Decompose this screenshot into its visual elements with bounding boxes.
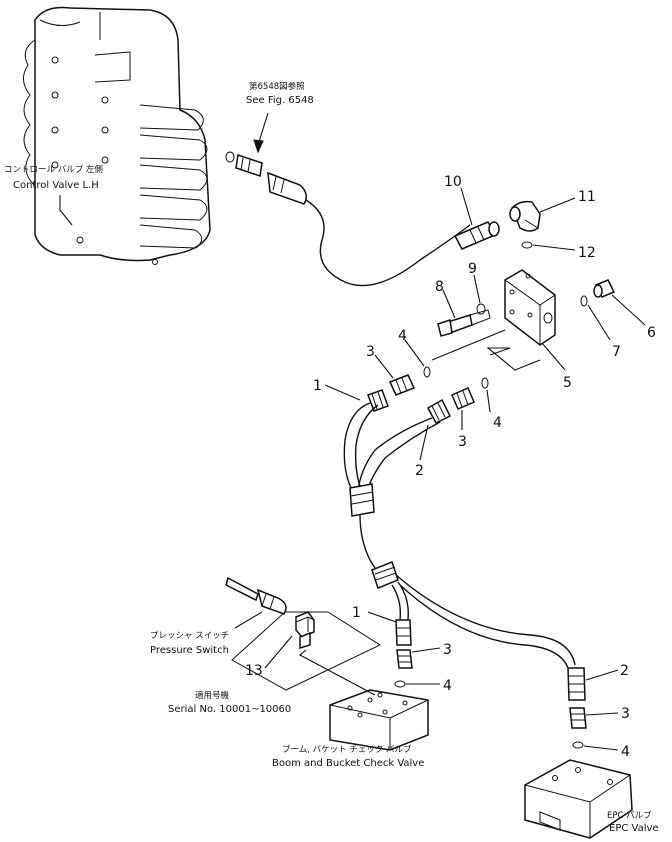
part-3-fitting-check <box>396 649 413 669</box>
part-13-pressure-switch <box>295 611 315 650</box>
hose-2-upper <box>357 398 452 496</box>
callout-7: 7 <box>612 344 621 360</box>
callout-4-upper-right: 4 <box>493 415 502 431</box>
callout-2-lower: 2 <box>620 663 629 679</box>
pressure-switch-label-en: Pressure Switch <box>150 645 229 656</box>
hose-1-lower-fitting <box>395 619 412 646</box>
hose-1-upper <box>343 389 389 493</box>
callout-11: 11 <box>578 189 596 205</box>
callout-4-check: 4 <box>443 678 452 694</box>
pressure-switch-drawing <box>225 576 287 615</box>
part-3-fitting-upper <box>388 374 416 396</box>
epc-valve-label-jp: EPC バルブ <box>607 810 652 821</box>
callout-4-upper-left: 4 <box>398 328 407 344</box>
hose-clamp-band <box>349 483 381 576</box>
callout-13: 13 <box>245 663 263 679</box>
ref-hose-fittings <box>225 151 471 287</box>
control-valve-label-jp: コントロール バルブ 左側 <box>4 164 103 175</box>
see-fig-label-jp: 第6548図参照 <box>249 81 305 92</box>
part-10-hose-fitting <box>453 221 500 250</box>
hose-2-lower-fitting <box>567 667 586 701</box>
callout-10: 10 <box>444 174 462 190</box>
callout-3-upper-right: 3 <box>458 434 467 450</box>
see-fig-label-en: See Fig. 6548 <box>246 95 314 106</box>
callout-4-epc: 4 <box>621 744 630 760</box>
callout-1-upper: 1 <box>313 378 322 394</box>
part-3-fitting-epc <box>569 707 587 729</box>
serial-label-jp: 適用号機 <box>195 690 230 701</box>
callout-9: 9 <box>468 261 477 277</box>
check-valve-block <box>329 689 429 751</box>
callout-12: 12 <box>578 245 596 261</box>
serial-label-en: Serial No. 10001~10060 <box>168 704 291 715</box>
callout-8: 8 <box>435 279 444 295</box>
part-6-plug <box>593 279 616 298</box>
part-3-fitting-upper-right <box>451 387 475 410</box>
epc-valve-block <box>524 759 633 839</box>
callout-1-lower: 1 <box>352 605 361 621</box>
pressure-switch-label-jp: プレッシャ スイッチ <box>150 631 229 641</box>
callout-5: 5 <box>563 375 572 391</box>
callout-2-upper: 2 <box>415 463 424 479</box>
callout-3-epc: 3 <box>621 706 630 722</box>
part-5-block <box>504 269 556 346</box>
check-valve-label-en: Boom and Bucket Check Valve <box>272 758 424 769</box>
callout-6: 6 <box>647 325 656 341</box>
epc-valve-label-en: EPC Valve <box>609 823 659 834</box>
control-valve-label-en: Control Valve L.H <box>13 180 99 191</box>
serial-frame <box>231 611 382 691</box>
part-8-bolt <box>437 309 491 337</box>
check-valve-label-jp: ブーム, バケット チェック バルブ <box>282 744 412 755</box>
callout-3-check: 3 <box>443 642 452 658</box>
control-valve-lh-drawing <box>23 6 211 265</box>
callout-3-upper-left: 3 <box>366 344 375 360</box>
part-11-elbow <box>509 200 541 232</box>
hose-lower-bundle <box>371 561 576 669</box>
